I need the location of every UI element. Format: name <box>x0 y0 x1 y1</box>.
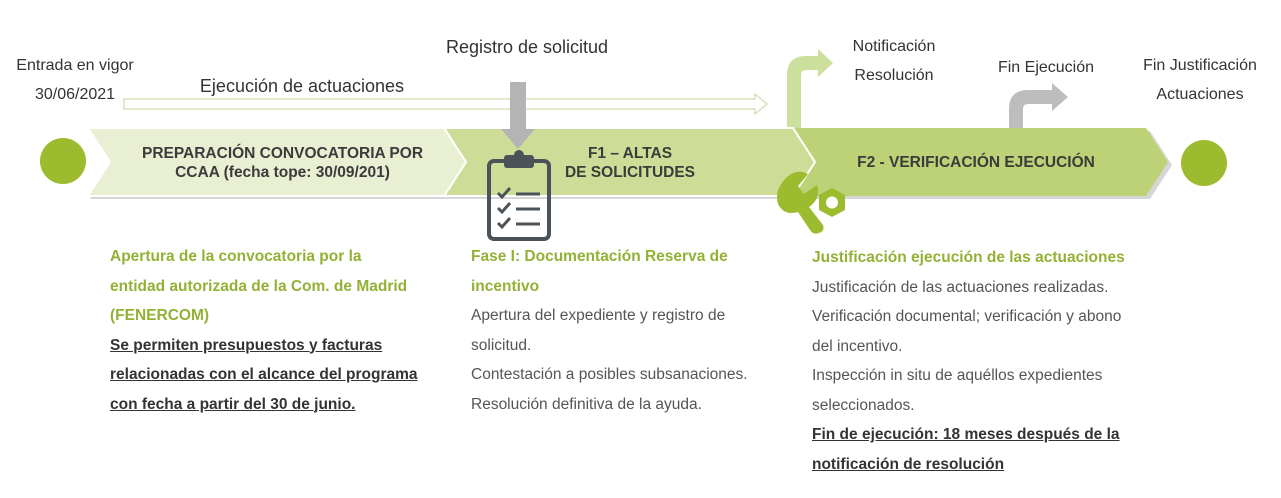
col3-note-2: notificación de resolución <box>812 455 1005 473</box>
col1-heading-2: entidad autorizada de la Com. de Madrid <box>110 277 408 295</box>
fin-ejecucion-arrow <box>1009 83 1068 131</box>
phase-f1-label: F1 – ALTAS DE SOLICITUDES <box>530 144 730 182</box>
phase-prep-chevron <box>86 127 468 197</box>
phase-f2-chevron <box>793 128 1168 196</box>
col2-line-2: solicitud. <box>471 336 532 354</box>
fin-justificacion-label: Fin Justificación Actuaciones <box>1130 51 1270 109</box>
col2-line-3: Contestación a posibles subsanaciones. <box>471 366 748 383</box>
col3-line-4: Inspección in situ de aquéllos expedient… <box>812 367 1103 384</box>
start-circle <box>40 138 86 184</box>
notificacion-arrow <box>787 49 833 131</box>
fin-justificacion-line-1: Fin Justificación <box>1143 57 1257 74</box>
clipboard-icon <box>487 150 551 241</box>
notificacion-label: Notificación Resolución <box>834 32 954 90</box>
notificacion-line-1: Notificación <box>852 38 936 55</box>
col3-line-1: Justificación de las actuaciones realiza… <box>812 278 1109 296</box>
col3-line-5: seleccionados. <box>812 396 915 414</box>
fin-justificacion-line-2: Actuaciones <box>1156 86 1244 103</box>
col2-line-1: Apertura del expediente y registro de <box>471 307 726 324</box>
fin-ejecucion-label: Fin Ejecución <box>997 59 1095 76</box>
phase-prep-label: PREPARACIÓN CONVOCATORIA POR CCAA (fecha… <box>120 144 445 182</box>
col3-note-1: Fin de ejecución: 18 meses después de la <box>812 426 1120 443</box>
entrada-label: Entrada en vigor 30/06/2021 <box>6 51 144 109</box>
column-fase-1: Fase I: Documentación Reserva de incenti… <box>471 242 791 419</box>
col2-line-4: Resolución definitiva de la ayuda. <box>471 395 702 413</box>
col1-heading-1: Apertura de la convocatoria por la <box>110 248 362 265</box>
column-fase-2: Justificación ejecución de las actuacion… <box>812 243 1172 479</box>
end-circle <box>1181 140 1227 186</box>
phase-prep-line-2: CCAA (fecha tope: 30/09/201) <box>175 164 390 181</box>
notificacion-line-2: Resolución <box>854 67 934 84</box>
col3-line-2: Verificación documental; verificación y … <box>812 308 1122 325</box>
phase-f2-label: F2 - VERIFICACIÓN EJECUCIÓN <box>857 154 1095 171</box>
col2-heading-2: incentivo <box>471 277 540 295</box>
phase-f1-line-1: F1 – ALTAS <box>587 145 673 162</box>
col1-note-3: con fecha a partir del 30 de junio. <box>110 395 356 413</box>
col1-note-1: Se permiten presupuestos y facturas <box>110 336 383 354</box>
registro-label: Registro de solicitud <box>445 37 609 57</box>
column-preparacion: Apertura de la convocatoria por la entid… <box>110 242 450 419</box>
registro-arrow <box>501 82 535 149</box>
col2-heading-1: Fase I: Documentación Reserva de <box>471 248 728 265</box>
ejecucion-arrow <box>123 92 768 116</box>
ejecucion-label: Ejecución de actuaciones <box>199 76 405 96</box>
phase-f1-line-2: DE SOLICITUDES <box>564 164 696 181</box>
entrada-date: 30/06/2021 <box>34 86 116 103</box>
col1-note-2: relacionadas con el alcance del programa <box>110 366 418 383</box>
col3-line-3: del incentivo. <box>812 337 903 355</box>
col1-heading-3: (FENERCOM) <box>110 307 210 324</box>
phase-prep-line-1: PREPARACIÓN CONVOCATORIA POR <box>141 145 424 162</box>
wrench-icon <box>777 171 845 234</box>
entrada-line-1: Entrada en vigor <box>16 57 134 74</box>
col3-heading-1: Justificación ejecución de las actuacion… <box>812 249 1125 266</box>
